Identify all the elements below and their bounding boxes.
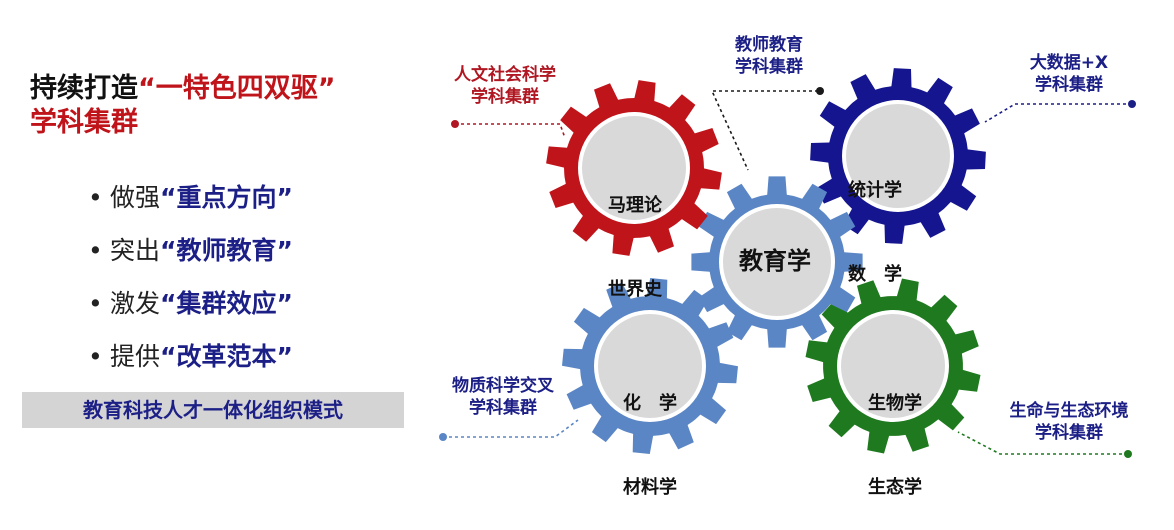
connector-dot xyxy=(1124,450,1132,458)
bullet-dot-icon: • xyxy=(88,342,103,371)
callout-materials-line2: 学科集群 xyxy=(469,398,537,418)
gear-diagram xyxy=(439,68,1136,458)
connector-life xyxy=(957,431,1128,455)
bullet-emphasis: “集群效应” xyxy=(160,289,293,318)
gear-center-hub xyxy=(723,208,831,316)
bullet-dot-icon: • xyxy=(88,183,103,212)
bullet-verb: 突出 xyxy=(110,236,161,265)
gear-top-left-line2: 世界史 xyxy=(608,279,662,300)
connector-dot xyxy=(1128,100,1136,108)
callout-bigdata: 大数据+X 学科集群 xyxy=(994,52,1144,96)
gear-bottom-right-hub xyxy=(841,314,945,418)
gear-top-right-line1: 统计学 xyxy=(848,180,902,201)
callout-teacher-ed-line1: 教师教育 xyxy=(735,35,803,55)
callout-teacher-ed: 教师教育 学科集群 xyxy=(694,34,844,78)
gear-bottom-right-line1: 生物学 xyxy=(868,393,922,414)
connector-dot xyxy=(816,87,824,95)
gear-bottom-right-line2: 生态学 xyxy=(868,477,922,498)
gears-layer xyxy=(546,68,986,454)
heading: 持续打造“一特色四双驱” 学科集群 xyxy=(30,72,336,140)
gear-label-bottom-left: 化 学 材料学 xyxy=(575,334,725,530)
connector-dot xyxy=(439,433,447,441)
bullet-item: •提供“改革范本” xyxy=(88,337,293,390)
gear-top-left-line1: 马理论 xyxy=(608,195,662,216)
gear-top-left xyxy=(546,80,722,256)
callout-humanities: 人文社会科学 学科集群 xyxy=(430,64,580,108)
callout-materials-line1: 物质科学交叉 xyxy=(452,376,554,396)
heading-prefix: 持续打造 xyxy=(30,73,138,104)
gear-bottom-right xyxy=(805,278,981,454)
connector-dots xyxy=(439,87,1136,458)
callout-bigdata-line1: 大数据+X xyxy=(1029,53,1109,73)
heading-highlight: “一特色四双驱” xyxy=(138,73,336,104)
footer-box: 教育科技人才一体化组织模式 xyxy=(22,392,404,428)
gear-top-right xyxy=(810,68,986,244)
bullet-verb: 激发 xyxy=(110,289,161,318)
callout-life-line1: 生命与生态环境 xyxy=(1009,401,1129,421)
gear-label-center: 教育学 xyxy=(739,247,811,275)
bullet-emphasis: “教师教育” xyxy=(160,236,293,265)
bullet-emphasis: “重点方向” xyxy=(160,183,293,212)
gear-bottom-left-line1: 化 学 xyxy=(623,393,677,414)
bullet-verb: 做强 xyxy=(110,183,161,212)
connector-lines xyxy=(443,90,1132,455)
connector-teacher-ed xyxy=(710,90,818,171)
gear-label-bottom-right: 生物学 生态学 xyxy=(820,334,970,530)
gear-bottom-left xyxy=(562,278,738,454)
callout-life-line2: 学科集群 xyxy=(1035,423,1103,443)
gear-label-top-right: 统计学 数 学 xyxy=(800,121,950,317)
connector-materials xyxy=(443,419,579,438)
bullet-verb: 提供 xyxy=(110,342,161,371)
callout-materials: 物质科学交叉 学科集群 xyxy=(423,375,583,419)
bullet-item: •做强“重点方向” xyxy=(88,178,293,231)
gear-bottom-left-line2: 材料学 xyxy=(623,477,677,498)
bullet-item: •突出“教师教育” xyxy=(88,231,293,284)
gear-bottom-left-hub xyxy=(598,314,702,418)
callout-life: 生命与生态环境 学科集群 xyxy=(984,400,1154,444)
bullet-dot-icon: • xyxy=(88,236,103,265)
gear-top-left-hub xyxy=(582,116,686,220)
connector-humanities xyxy=(455,123,566,139)
gear-label-top-left: 马理论 世界史 xyxy=(560,136,710,332)
bullet-dot-icon: • xyxy=(88,289,103,318)
callout-humanities-line2: 学科集群 xyxy=(471,87,539,107)
bullet-item: •激发“集群效应” xyxy=(88,284,293,337)
gear-top-right-line2: 数 学 xyxy=(848,264,902,285)
gear-top-right-hub xyxy=(846,104,950,208)
connector-bigdata xyxy=(984,103,1132,123)
callout-bigdata-line2: 学科集群 xyxy=(1035,75,1103,95)
callout-humanities-line1: 人文社会科学 xyxy=(454,65,556,85)
heading-line2: 学科集群 xyxy=(30,107,138,138)
bullet-list: •做强“重点方向” •突出“教师教育” •激发“集群效应” •提供“改革范本” xyxy=(88,178,293,390)
gear-center xyxy=(691,176,863,348)
bullet-emphasis: “改革范本” xyxy=(160,342,293,371)
callout-teacher-ed-line2: 学科集群 xyxy=(735,57,803,77)
connector-dot xyxy=(451,120,459,128)
